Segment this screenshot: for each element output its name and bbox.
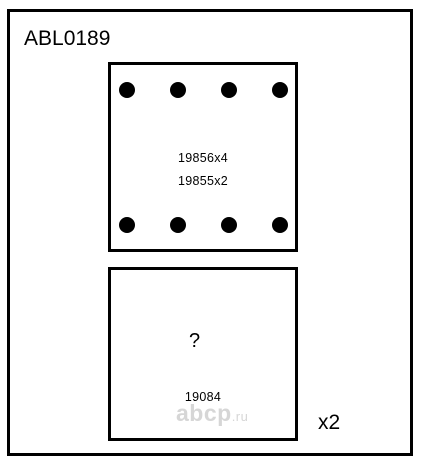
rivet-spec-line-2: 19855x2 bbox=[177, 174, 229, 188]
brake-pad-bottom: ? 19084 bbox=[108, 267, 298, 441]
brake-pad-top: 19856x4 19855x2 bbox=[108, 62, 298, 252]
watermark-brand: abcp bbox=[176, 400, 232, 426]
rivet-hole-dot bbox=[272, 217, 288, 233]
part-code-title: ABL0189 bbox=[24, 27, 111, 50]
rivet-hole-dot bbox=[221, 217, 237, 233]
rivet-hole-dot bbox=[272, 82, 288, 98]
bottom-part-code: 19084 bbox=[184, 390, 222, 404]
rivet-hole-dot bbox=[221, 82, 237, 98]
rivet-spec-line-1: 19856x4 bbox=[177, 151, 229, 165]
watermark-suffix: .ru bbox=[231, 409, 249, 424]
rivet-hole-dot bbox=[119, 82, 135, 98]
rivet-hole-dot bbox=[170, 82, 186, 98]
quantity-multiplier: x2 bbox=[318, 411, 341, 434]
rivet-hole-dot bbox=[119, 217, 135, 233]
rivet-hole-dot bbox=[170, 217, 186, 233]
unknown-mark: ? bbox=[189, 330, 201, 352]
brand-watermark: abcp.ru bbox=[176, 402, 248, 425]
